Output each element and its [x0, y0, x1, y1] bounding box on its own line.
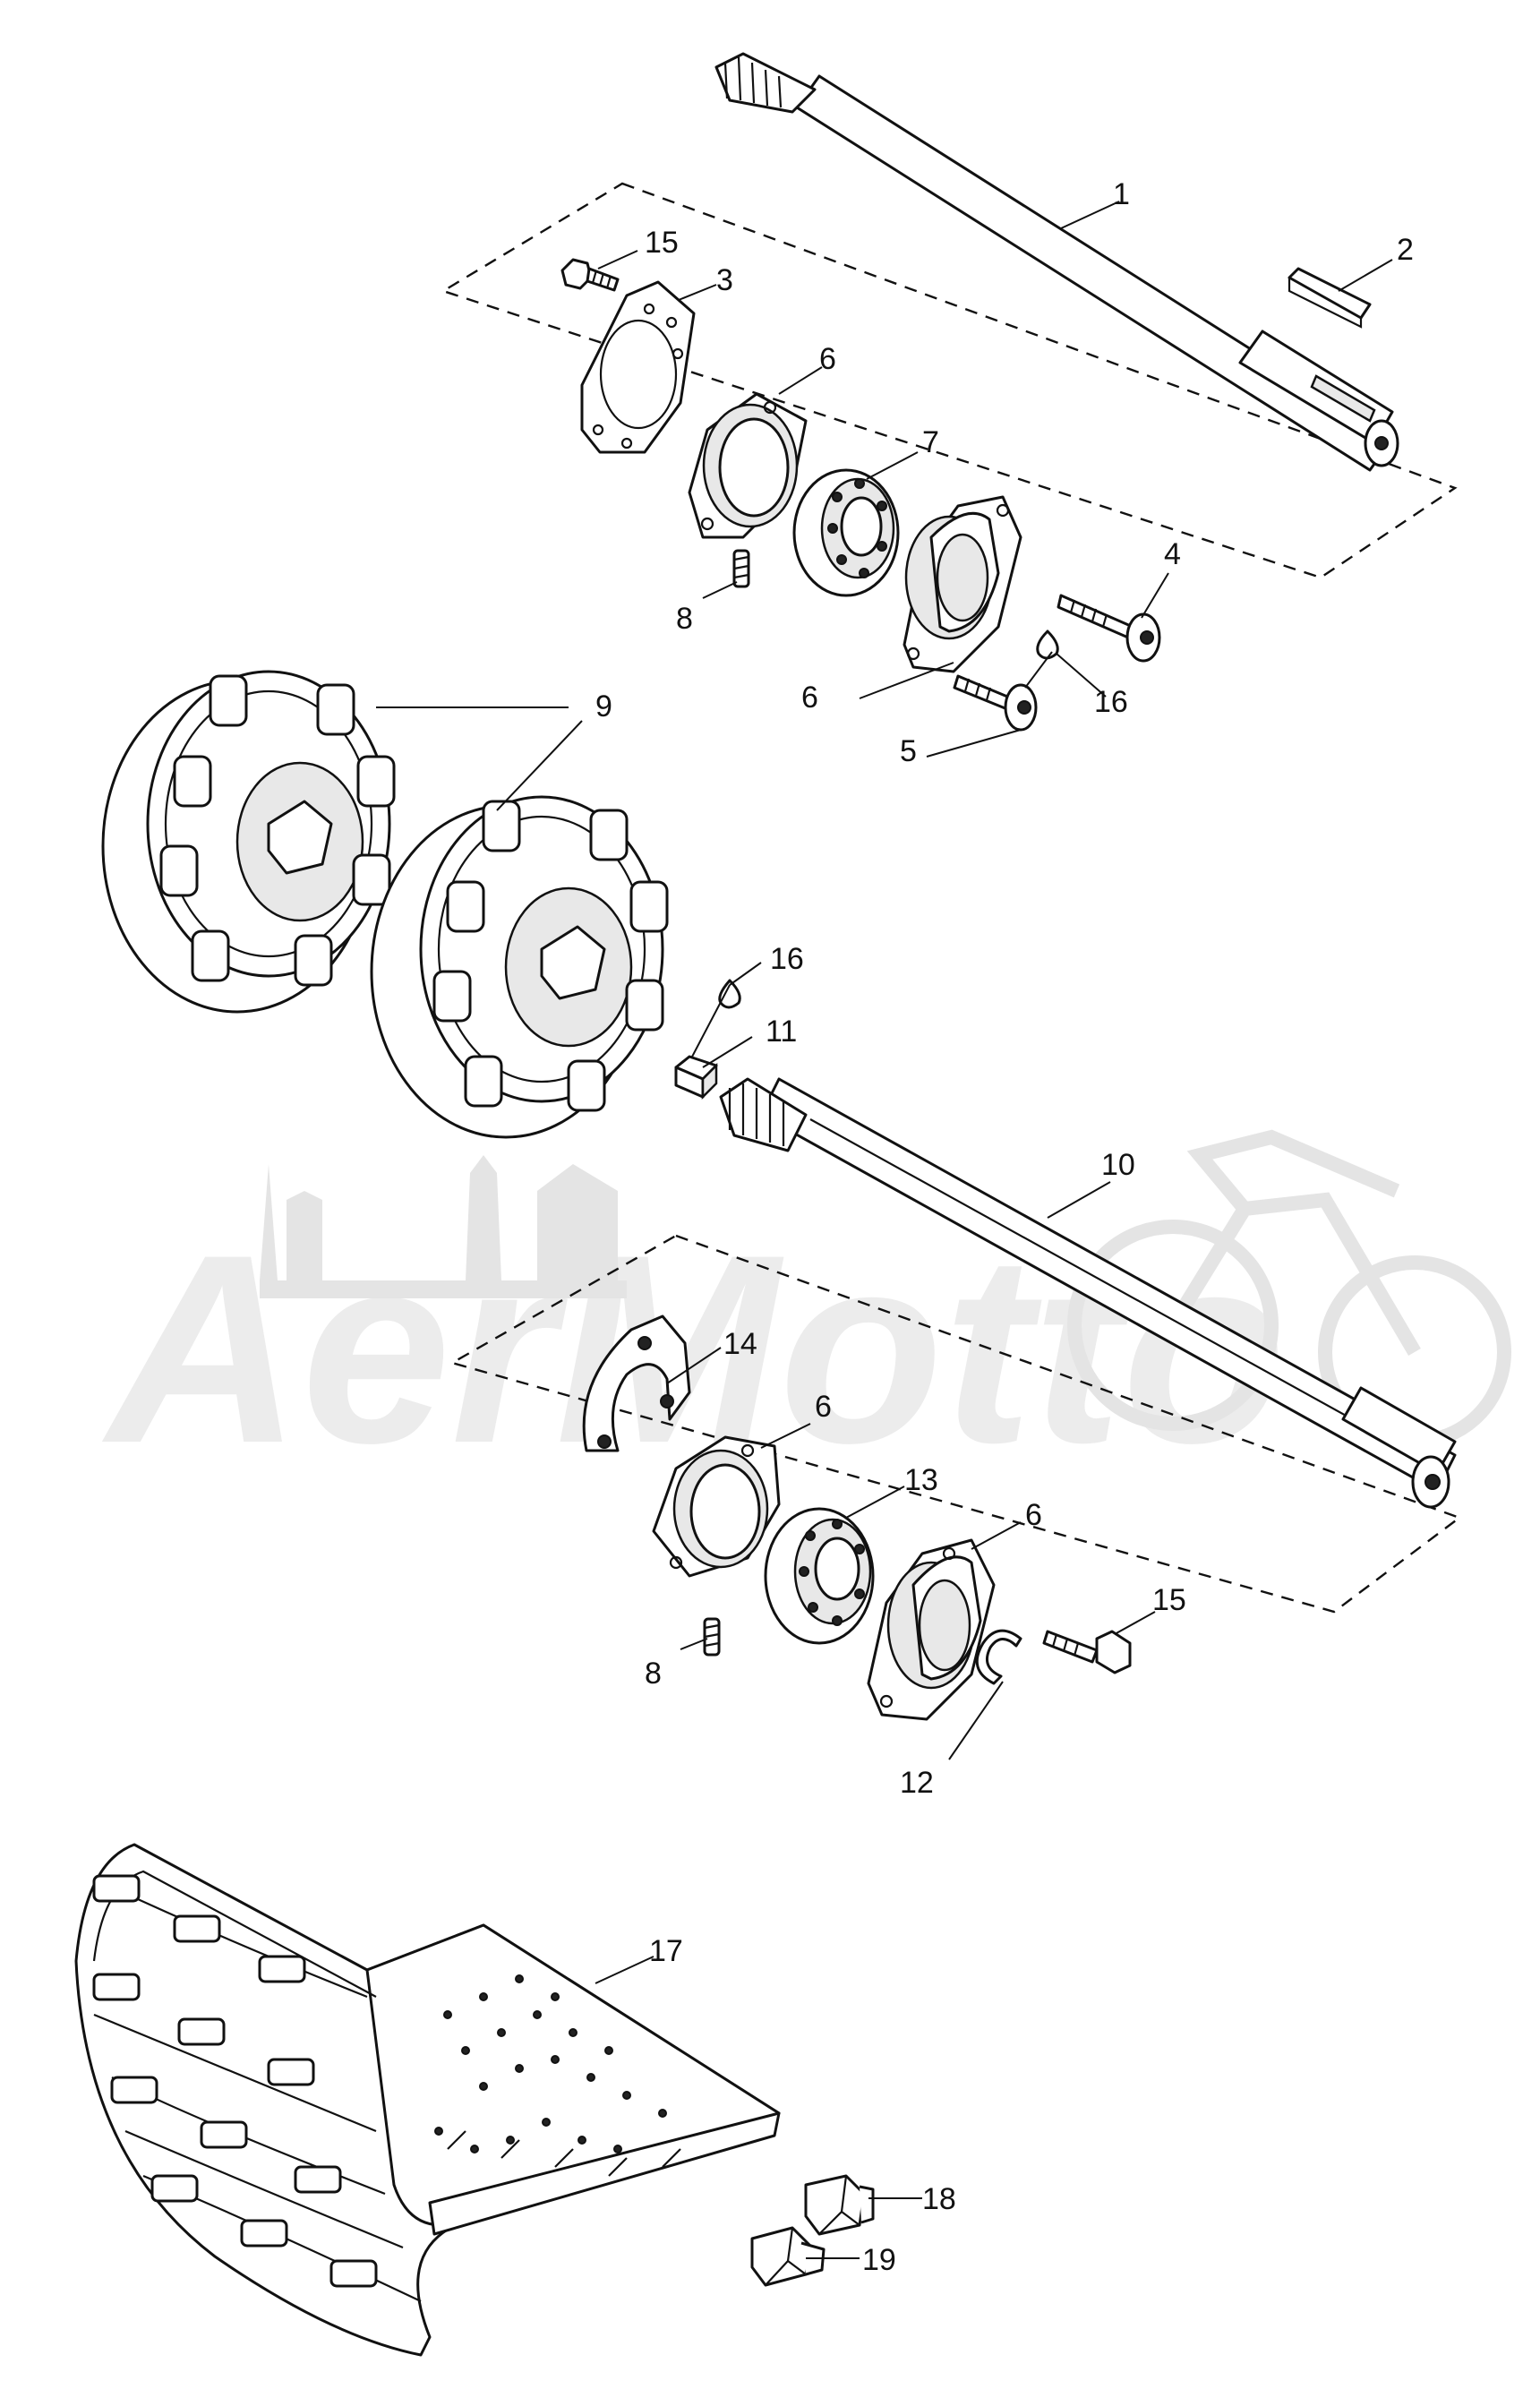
- track-clip-18: [804, 2174, 875, 2236]
- lubricant-drop-upper: [1036, 629, 1059, 660]
- bearing-flangette-lower-right: [867, 1538, 996, 1721]
- upper-assembly-group-outline: [441, 182, 1458, 579]
- callout-14: 14: [723, 1327, 757, 1361]
- ball-bearing-lower: [764, 1507, 875, 1645]
- lower-assembly-group-outline: [449, 1234, 1462, 1614]
- lubricant-drop-middle: [718, 979, 741, 1009]
- callout-17: 17: [649, 1934, 683, 1968]
- ball-bearing-upper: [792, 468, 900, 597]
- hex-flange-bolt-lower: [1042, 1630, 1132, 1674]
- bearing-flangette-upper-right: [903, 495, 1022, 673]
- callout-6a: 6: [819, 342, 836, 376]
- callout-19: 19: [862, 2243, 896, 2277]
- callout-2: 2: [1397, 233, 1414, 267]
- callout-11: 11: [766, 1015, 797, 1049]
- c-shaped-retainer-plate: [582, 1314, 691, 1452]
- callout-labels: 1 2 3 4 5 6 6 6 6 7 8 8 9 10 11 12 13 14…: [595, 177, 1414, 2277]
- drive-sprocket-left: [101, 670, 396, 1014]
- drive-sprocket-right: [370, 795, 669, 1139]
- rubber-track-belt: [74, 1843, 781, 2357]
- callout-13: 13: [904, 1463, 938, 1497]
- callout-6b: 6: [801, 681, 818, 715]
- upper-drive-shaft: [714, 52, 1399, 472]
- watermark-bike-frame: [1167, 1129, 1421, 1357]
- bearing-retainer-plate: [580, 280, 696, 454]
- callout-9: 9: [595, 689, 612, 724]
- callout-8a: 8: [676, 602, 693, 636]
- track-clip-19: [750, 2226, 826, 2287]
- callout-8b: 8: [645, 1657, 662, 1691]
- callout-15b: 15: [1152, 1583, 1186, 1617]
- set-screw-lower: [703, 1617, 721, 1657]
- socket-head-bolt-short: [953, 674, 1038, 732]
- callout-12: 12: [900, 1766, 934, 1800]
- leader-lines: [376, 201, 1393, 2259]
- callout-6c: 6: [815, 1390, 832, 1424]
- callout-7: 7: [922, 425, 939, 459]
- bearing-flangette-lower-left: [652, 1435, 781, 1578]
- callout-10: 10: [1101, 1148, 1135, 1182]
- lower-drive-axle: [719, 1077, 1457, 1509]
- socket-head-bolt-long: [1057, 594, 1161, 663]
- watermark: AerMotto: [99, 1129, 1511, 1499]
- callout-5: 5: [900, 734, 917, 768]
- bearing-flangette-upper-left: [688, 392, 808, 539]
- callout-15a: 15: [645, 226, 679, 260]
- callout-16a: 16: [1094, 685, 1128, 719]
- callout-18: 18: [922, 2182, 956, 2216]
- circlip-retaining-ring: [975, 1629, 1022, 1685]
- square-key: [674, 1055, 718, 1100]
- callout-16b: 16: [770, 942, 804, 976]
- callout-4: 4: [1164, 537, 1181, 571]
- callout-1: 1: [1113, 177, 1130, 211]
- watermark-wheel: [1067, 1220, 1279, 1431]
- callout-6d: 6: [1025, 1498, 1042, 1532]
- set-screw-upper: [732, 549, 750, 588]
- shaft-key: [1288, 267, 1372, 329]
- callout-3: 3: [716, 263, 733, 297]
- hex-flange-bolt-upper: [560, 258, 620, 292]
